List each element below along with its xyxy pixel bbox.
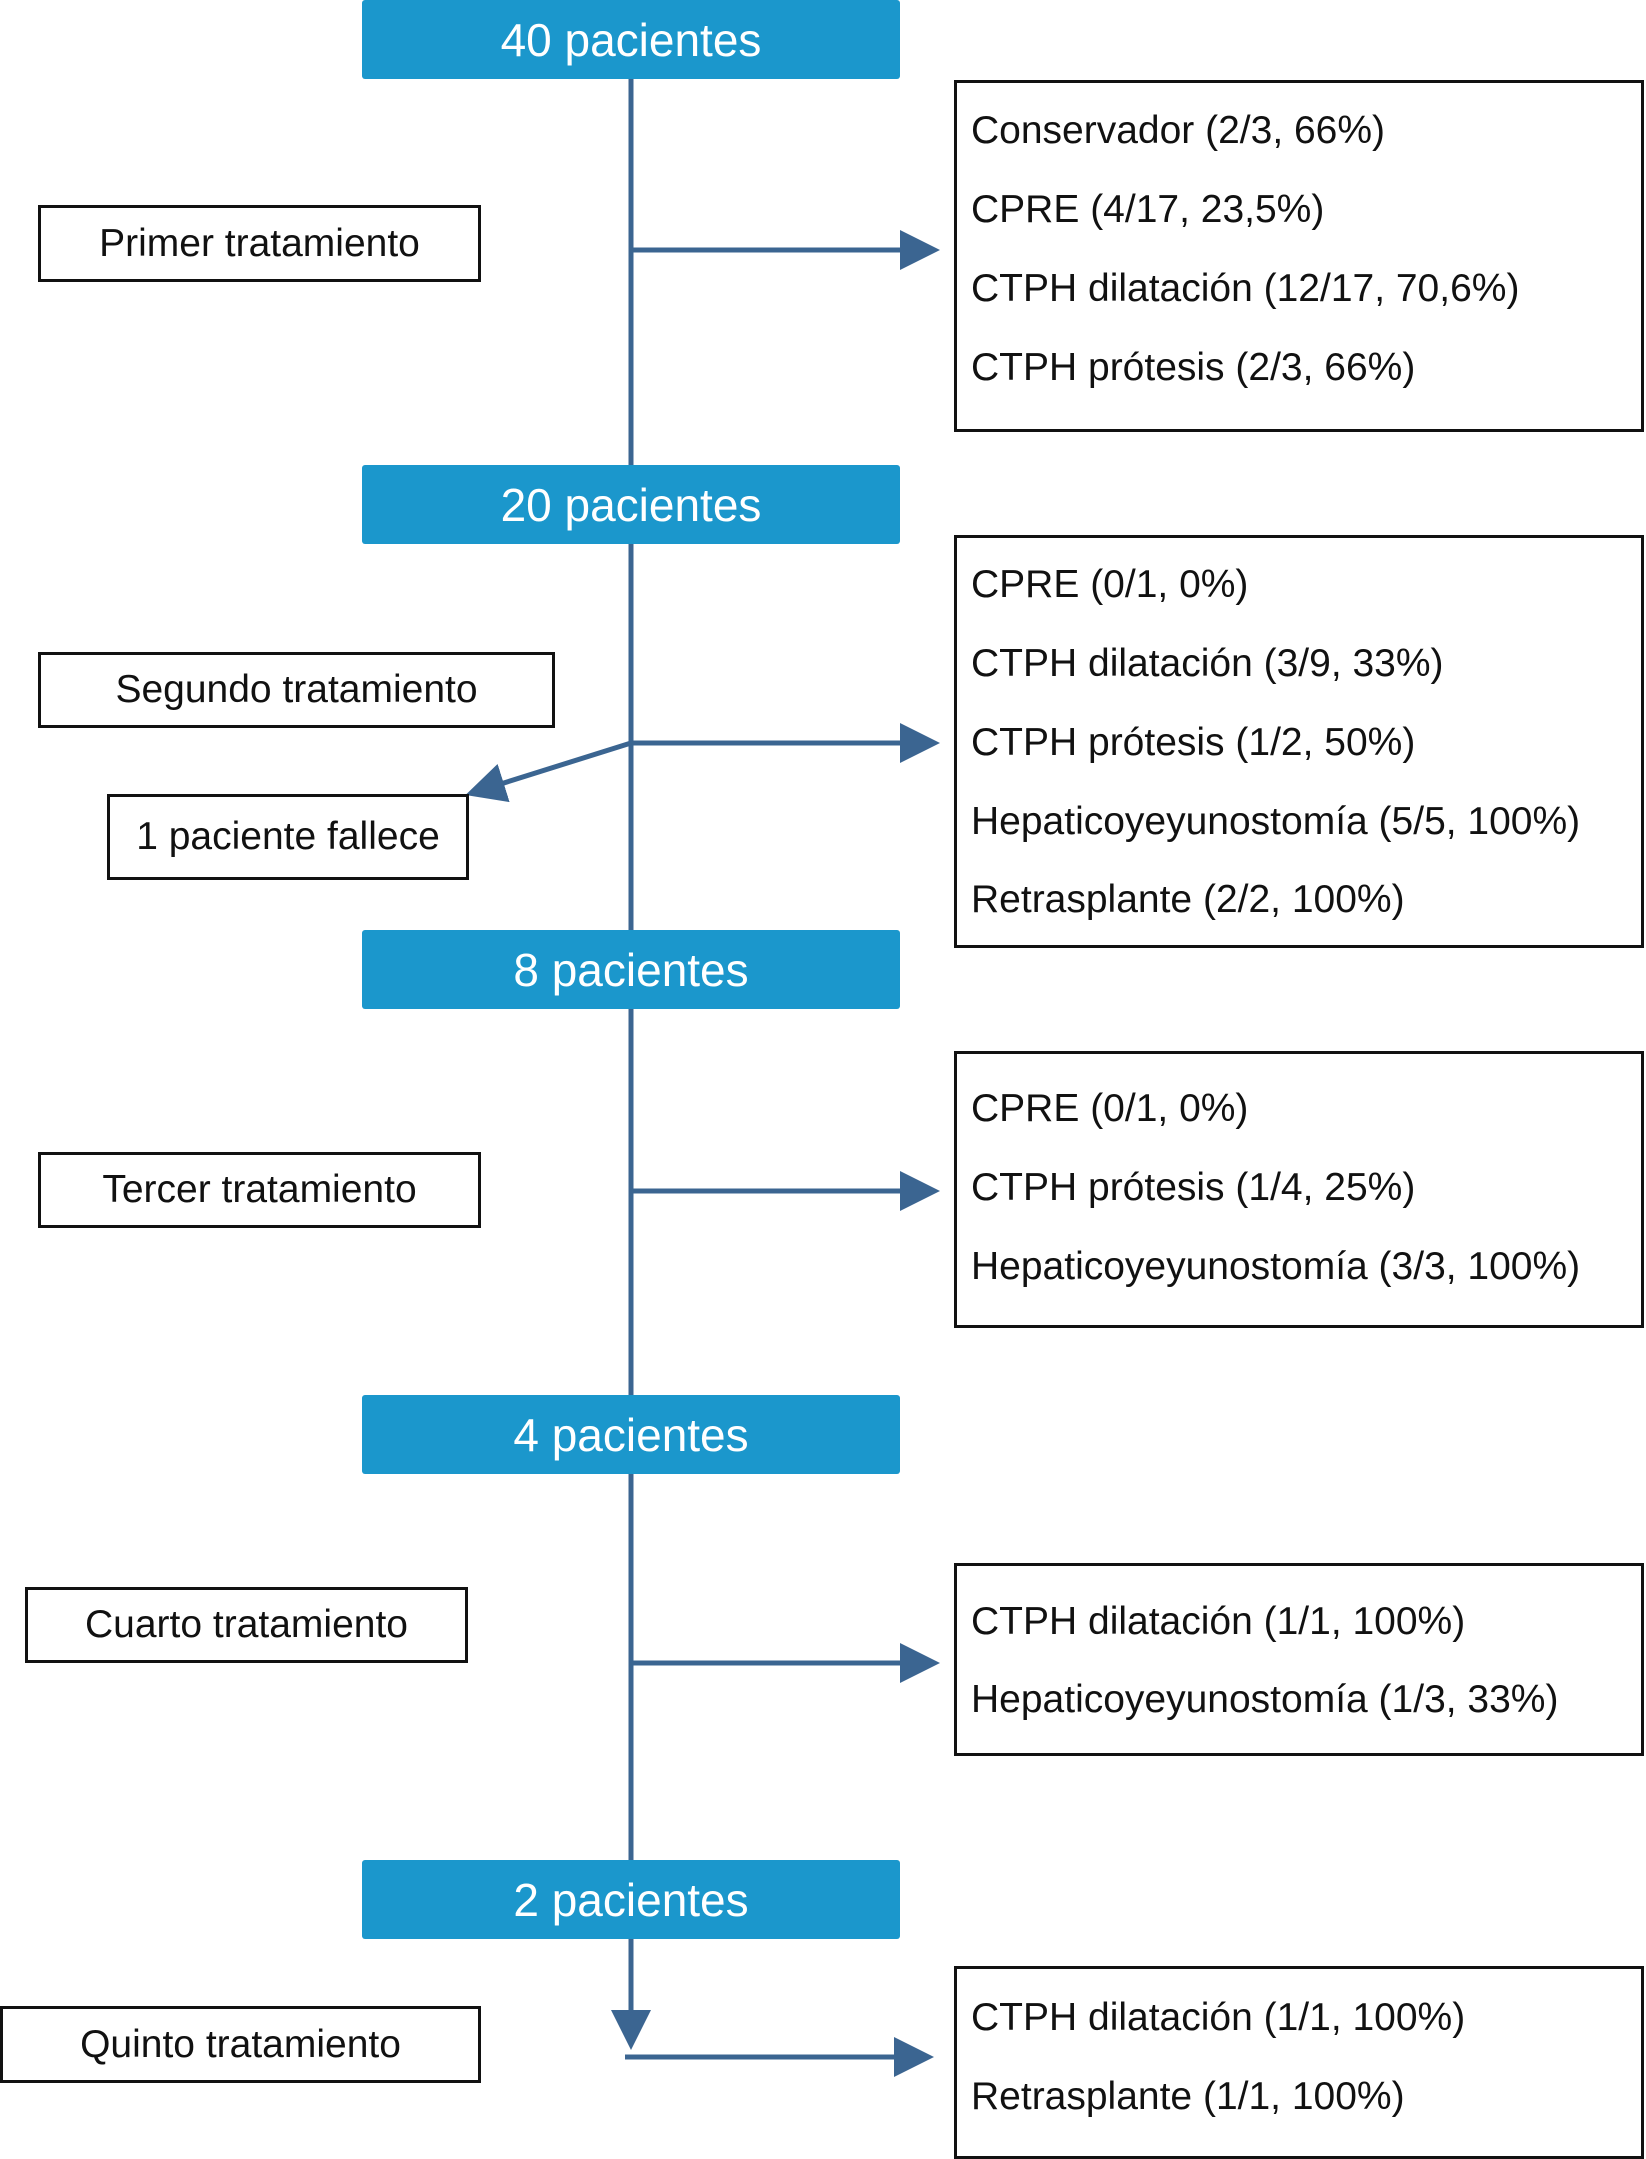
stage-label: 2 pacientes: [513, 1873, 749, 1926]
result-box: Conservador (2/3, 66%) CPRE (4/17, 23,5%…: [954, 80, 1644, 432]
treatment-label: Primer tratamiento: [99, 221, 420, 265]
result-item: CPRE (0/1, 0%): [971, 563, 1249, 606]
result-item: CPRE (4/17, 23,5%): [971, 188, 1325, 231]
result-item: CTPH prótesis (1/2, 50%): [971, 721, 1416, 764]
treatment-label: Segundo tratamiento: [115, 668, 478, 711]
treatment-label: Quinto tratamiento: [80, 2022, 401, 2066]
death-note-label: 1 paciente fallece: [136, 815, 440, 858]
stage-box: 8 pacientes: [362, 930, 900, 1009]
result-item: Hepaticoyeyunostomía (1/3, 33%): [971, 1678, 1559, 1721]
result-box: CTPH dilatación (1/1, 100%) Retrasplante…: [954, 1966, 1644, 2159]
stage-label: 40 pacientes: [500, 13, 762, 66]
result-item: Retrasplante (1/1, 100%): [971, 2075, 1405, 2118]
treatment-label-box: Quinto tratamiento: [0, 2006, 481, 2083]
treatment-label-box: Segundo tratamiento: [38, 652, 555, 728]
stage-label: 8 pacientes: [513, 943, 749, 996]
result-item: Hepaticoyeyunostomía (3/3, 100%): [971, 1245, 1581, 1288]
result-item: Conservador (2/3, 66%): [971, 109, 1386, 152]
death-note-box: 1 paciente fallece: [107, 794, 469, 880]
result-box: CPRE (0/1, 0%) CTPH prótesis (1/4, 25%) …: [954, 1051, 1644, 1328]
result-box: CPRE (0/1, 0%) CTPH dilatación (3/9, 33%…: [954, 535, 1644, 948]
result-item: CPRE (0/1, 0%): [971, 1087, 1249, 1130]
result-item: CTPH prótesis (1/4, 25%): [971, 1166, 1416, 1209]
stage-box: 2 pacientes: [362, 1860, 900, 1939]
result-item: Retrasplante (2/2, 100%): [971, 878, 1405, 921]
treatment-label-box: Tercer tratamiento: [38, 1152, 481, 1228]
stage-box: 40 pacientes: [362, 0, 900, 79]
stage-label: 4 pacientes: [513, 1408, 749, 1461]
stage-label: 20 pacientes: [500, 478, 762, 531]
stage-box: 4 pacientes: [362, 1395, 900, 1474]
treatment-label-box: Primer tratamiento: [38, 205, 481, 282]
result-box: CTPH dilatación (1/1, 100%) Hepaticoyeyu…: [954, 1563, 1644, 1756]
result-item: Hepaticoyeyunostomía (5/5, 100%): [971, 800, 1581, 843]
result-item: CTPH dilatación (1/1, 100%): [971, 1996, 1466, 2039]
result-item: CTPH prótesis (2/3, 66%): [971, 346, 1416, 389]
treatment-label: Cuarto tratamiento: [85, 1603, 408, 1646]
treatment-label-box: Cuarto tratamiento: [25, 1587, 468, 1663]
death-arrow: [465, 740, 632, 803]
treatment-label: Tercer tratamiento: [102, 1168, 417, 1211]
stage-box: 20 pacientes: [362, 465, 900, 544]
result-item: CTPH dilatación (1/1, 100%): [971, 1600, 1466, 1643]
result-item: CTPH dilatación (12/17, 70,6%): [971, 267, 1520, 310]
result-item: CTPH dilatación (3/9, 33%): [971, 642, 1444, 685]
